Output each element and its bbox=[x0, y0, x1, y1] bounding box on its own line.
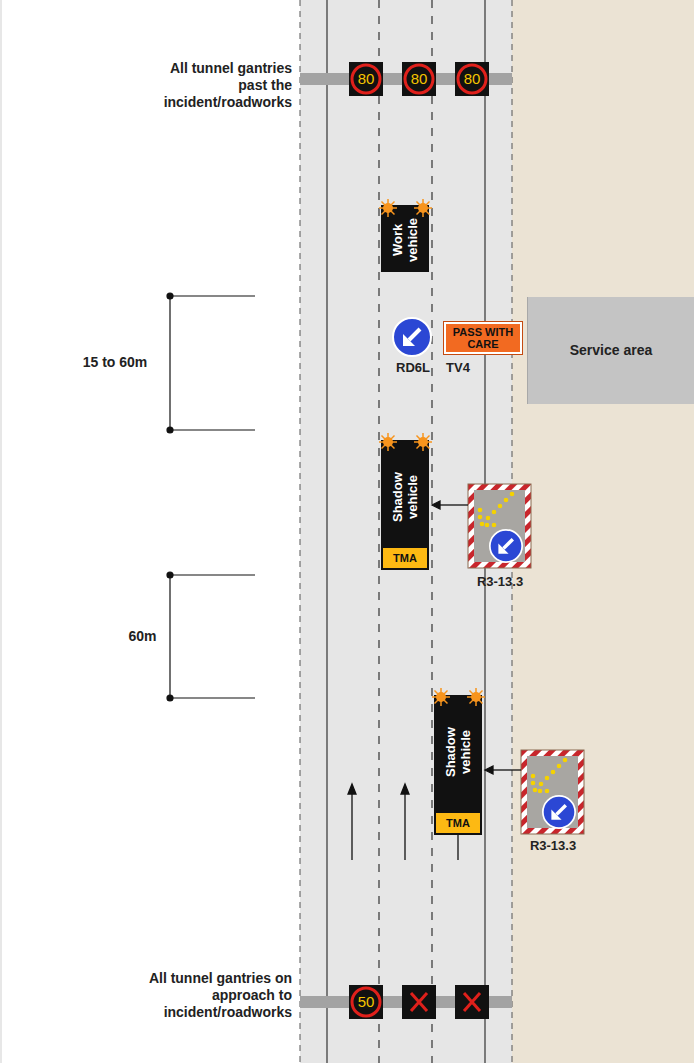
gantry-speed-sign: 50 bbox=[349, 985, 383, 1019]
tma-text: TMA bbox=[446, 817, 470, 829]
vehicle-body: Shadow vehicleTMA bbox=[434, 695, 482, 835]
vehicle-label: Work vehicle bbox=[390, 211, 420, 269]
gantry-note: All tunnel gantries on approach to incid… bbox=[138, 970, 292, 1021]
tma-text: TMA bbox=[393, 552, 417, 564]
area-name: Service area bbox=[566, 342, 656, 359]
gantry-speed-sign: 80 bbox=[455, 62, 489, 96]
gantry-note: All tunnel gantries past the incident/ro… bbox=[152, 60, 292, 111]
dimension-label: 60m bbox=[120, 628, 165, 645]
vehicle-body: Work vehicle bbox=[381, 205, 429, 272]
vehicle-body: Shadow vehicleTMA bbox=[381, 440, 429, 570]
pass-with-care-sign: PASS WITH CARE bbox=[443, 321, 523, 355]
gantry-speed-sign: 80 bbox=[402, 62, 436, 96]
speed-value: 80 bbox=[349, 62, 383, 96]
sign-code: TV4 bbox=[440, 360, 476, 376]
tma-plate: TMA bbox=[383, 548, 427, 568]
sign-code: R3-13.3 bbox=[516, 838, 590, 854]
speed-value: 80 bbox=[402, 62, 436, 96]
sign-text: PASS WITH CARE bbox=[449, 326, 517, 350]
sign-code: RD6L bbox=[388, 360, 438, 376]
vehicle-label: Shadow vehicle bbox=[443, 707, 473, 797]
sign-code: R3-13.3 bbox=[463, 574, 537, 590]
tma-plate: TMA bbox=[436, 813, 480, 833]
gantry-speed-sign: 80 bbox=[349, 62, 383, 96]
speed-value: 50 bbox=[349, 985, 383, 1019]
dimension-label: 15 to 60m bbox=[70, 354, 160, 371]
vehicle-label: Shadow vehicle bbox=[390, 452, 420, 542]
service-area: Service area bbox=[527, 297, 694, 404]
speed-value: 80 bbox=[455, 62, 489, 96]
